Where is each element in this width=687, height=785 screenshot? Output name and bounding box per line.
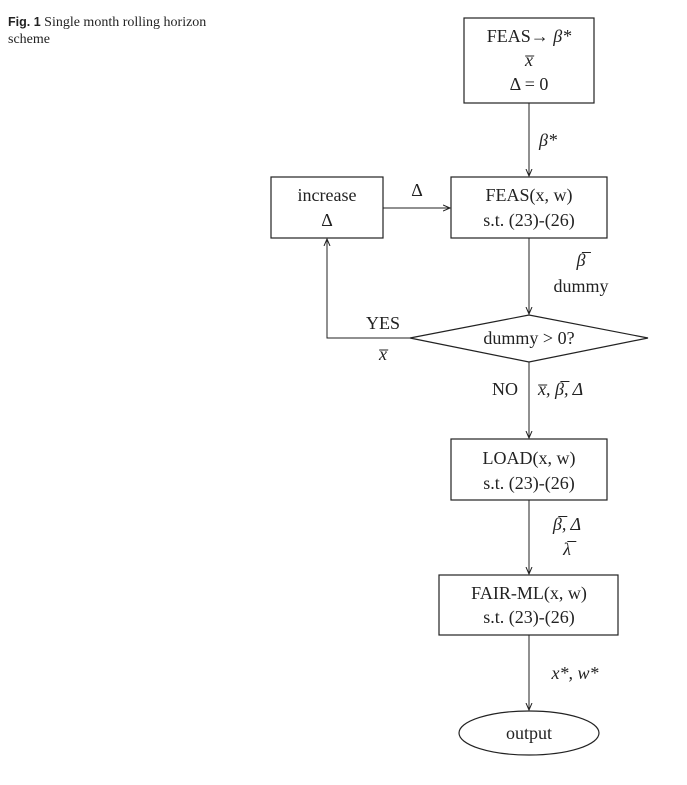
edge-label-yes-xbar: x̅ <box>378 344 389 364</box>
fair-ml-node: FAIR-ML(x, w) s.t. (23)-(26) <box>438 574 619 636</box>
increase-label: increase <box>298 185 357 205</box>
edge-label-no: NO <box>492 379 518 399</box>
decision-label: dummy > 0? <box>483 328 574 348</box>
increase-delta: Δ <box>321 210 333 230</box>
feas-init-beta-star: β* <box>552 26 571 46</box>
feas-init-node: FEAS→ β* x̅ Δ = 0 <box>463 17 595 104</box>
fair-ml-title: FAIR-ML(x, w) <box>471 583 587 604</box>
figure-caption: Fig. 1 Single month rolling horizon sche… <box>8 14 208 48</box>
load-title: LOAD(x, w) <box>483 448 576 469</box>
increase-node: increase Δ <box>270 176 384 239</box>
edge-label-xstar-wstar: x*, w* <box>551 663 599 683</box>
figure-caption-text: Single month rolling horizon scheme <box>8 15 207 47</box>
load-node: LOAD(x, w) s.t. (23)-(26) <box>450 438 608 501</box>
edge-label-beta-delta: β̅, Δ <box>552 514 581 534</box>
fair-ml-constraints: s.t. (23)-(26) <box>483 607 574 628</box>
edge-label-yes: YES <box>366 313 400 333</box>
edge-label-lambda-bar: λ̅ <box>562 539 577 559</box>
figure-label: Fig. 1 <box>8 15 41 29</box>
feas-init-delta: Δ = 0 <box>510 74 549 94</box>
edge-label-beta-star: β* <box>538 130 557 150</box>
output-node: output <box>458 710 600 756</box>
edge-label-delta: Δ <box>411 180 423 200</box>
load-constraints: s.t. (23)-(26) <box>483 473 574 494</box>
edge-label-no-values: x̅, β̅, Δ <box>537 379 583 399</box>
output-label: output <box>506 723 552 743</box>
edge-label-dummy: dummy <box>553 276 608 296</box>
svg-text:FEAS→ β*: FEAS→ β* <box>487 26 571 46</box>
edge-yes-to-increase <box>327 239 410 339</box>
feas-node: FEAS(x, w) s.t. (23)-(26) <box>450 176 608 239</box>
decision-node: dummy > 0? <box>409 314 649 363</box>
feas-constraints: s.t. (23)-(26) <box>483 210 574 231</box>
feas-init-xbar: x̅ <box>524 50 535 70</box>
edge-label-beta-bar: β̅ <box>576 250 592 270</box>
feas-title: FEAS(x, w) <box>485 185 572 206</box>
feas-init-line1: FEAS→ <box>487 26 554 46</box>
